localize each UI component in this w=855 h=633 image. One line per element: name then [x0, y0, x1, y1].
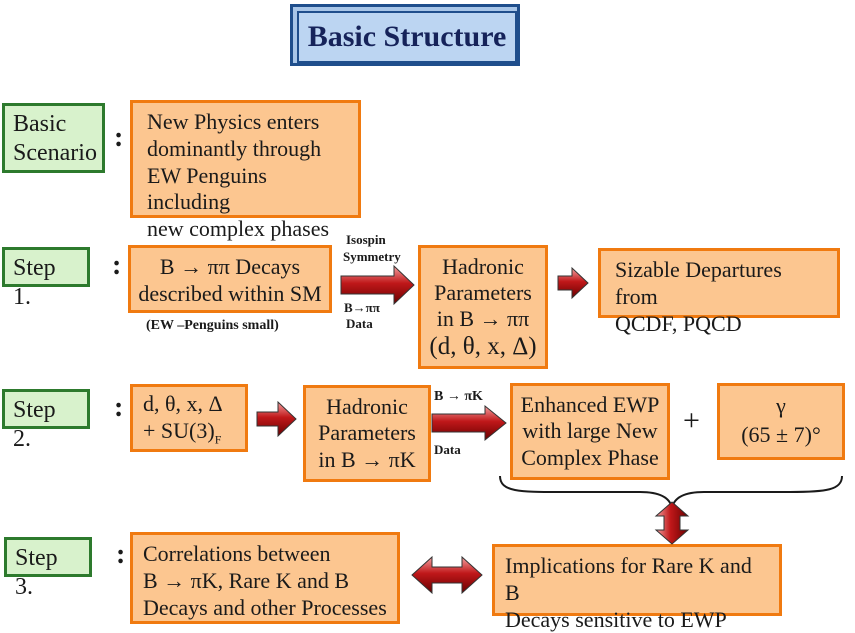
step3-correlations-box: Correlations between B → πK, Rare K and … — [130, 532, 400, 624]
step2-ewp-line1: Enhanced EWP — [520, 392, 660, 417]
step2-box-line1: d, θ, x, Δ — [143, 391, 223, 416]
step1-box-line1: B → ππ Decays — [159, 254, 301, 279]
scenario-line: EW Penguins including — [147, 162, 267, 215]
step1-hadronic-line1: Hadronic — [442, 254, 524, 279]
arrow-right-icon — [340, 264, 415, 306]
arrow-right-icon — [431, 404, 507, 442]
step1-hadronic-box: Hadronic Parameters in B → ππ (d, θ, x, … — [418, 245, 548, 369]
step1-box-line2: described within SM — [138, 280, 322, 306]
step3-corr-line1: Correlations between — [143, 541, 331, 566]
scenario-line: New Physics enters — [147, 109, 320, 134]
step1-hadronic-line2: Parameters — [434, 279, 532, 305]
scenario-box: New Physics enters dominantly through EW… — [130, 100, 361, 241]
step2-gamma-line1: γ — [776, 393, 786, 418]
step1-arrow-label-bottom1: B→ππ — [344, 300, 380, 315]
step2-box-line2-text: + SU(3) — [143, 417, 215, 443]
step2-hadronic-box: Hadronic Parameters in B → πK — [303, 385, 431, 482]
arrow-right-icon — [557, 266, 589, 300]
step3-label: Step 3. — [4, 537, 92, 600]
step1-result-line2: QCDF, PQCD — [615, 310, 742, 336]
step2-hadronic-line2: Parameters — [318, 420, 416, 446]
step3-corr-line3: Decays and other Processes — [143, 594, 387, 620]
step2-box: d, θ, x, Δ + SU(3)F — [130, 384, 248, 452]
double-arrow-vertical-icon — [654, 501, 690, 545]
step2-hadronic-line3: in B → πK — [318, 446, 416, 472]
step1-arrow-label-bottom2: Data — [346, 316, 373, 331]
step3-colon: : — [116, 539, 126, 570]
step1-colon: : — [112, 250, 122, 281]
step1-arrow-label-top1: Isospin — [346, 232, 386, 247]
step3-corr-line2: B → πK, Rare K and B — [143, 567, 350, 593]
step1-arrow-label-top2: Symmetry — [343, 249, 401, 264]
scenario-label-line1: Basic — [13, 111, 67, 137]
page-title: Basic Structure — [297, 11, 517, 63]
step2-ewp-line2: with large New — [522, 418, 658, 444]
step2-box-line2-sub: F — [214, 432, 222, 447]
double-arrow-horizontal-icon — [411, 555, 483, 595]
step1-result-box: Sizable Departures from QCDF, PQCD — [598, 248, 840, 336]
step1-box: B → ππ Decays described within SM — [128, 245, 332, 313]
step1-hadronic-line4: (d, θ, x, Δ) — [429, 332, 537, 360]
step2-colon: : — [114, 392, 124, 423]
plus-sign: + — [683, 404, 700, 437]
scenario-line: new complex phases — [147, 216, 330, 242]
step3-impl-line1: Implications for Rare K and B — [505, 553, 752, 605]
step2-box-line2: + SU(3)F — [143, 418, 235, 447]
scenario-line: dominantly through — [147, 135, 322, 161]
step2-ewp-box: Enhanced EWP with large New Complex Phas… — [510, 383, 670, 480]
step1-hadronic-line3: in B → ππ — [436, 305, 530, 331]
scenario-colon: : — [114, 122, 124, 153]
step2-hadronic-line1: Hadronic — [326, 394, 408, 419]
step1-result-line1: Sizable Departures from — [615, 257, 782, 309]
arrow-right-icon — [256, 400, 297, 438]
step1-note: (EW –Penguins small) — [146, 318, 279, 333]
step2-ewp-line3: Complex Phase — [521, 444, 659, 470]
step2-gamma-box: γ (65 ± 7)° — [717, 383, 845, 460]
step2-arrow-label-top: B → πK — [434, 389, 483, 404]
step2-arrow-label-bottom: Data — [434, 442, 461, 457]
step3-implications-box: Implications for Rare K and B Decays sen… — [492, 544, 782, 632]
title-frame: Basic Structure — [290, 4, 520, 66]
step1-label: Step 1. — [2, 247, 90, 310]
scenario-label: Basic Scenario — [2, 103, 105, 173]
step2-gamma-line2: (65 ± 7)° — [741, 421, 821, 447]
scenario-label-line2: Scenario — [13, 139, 97, 166]
step2-label: Step 2. — [2, 389, 90, 452]
